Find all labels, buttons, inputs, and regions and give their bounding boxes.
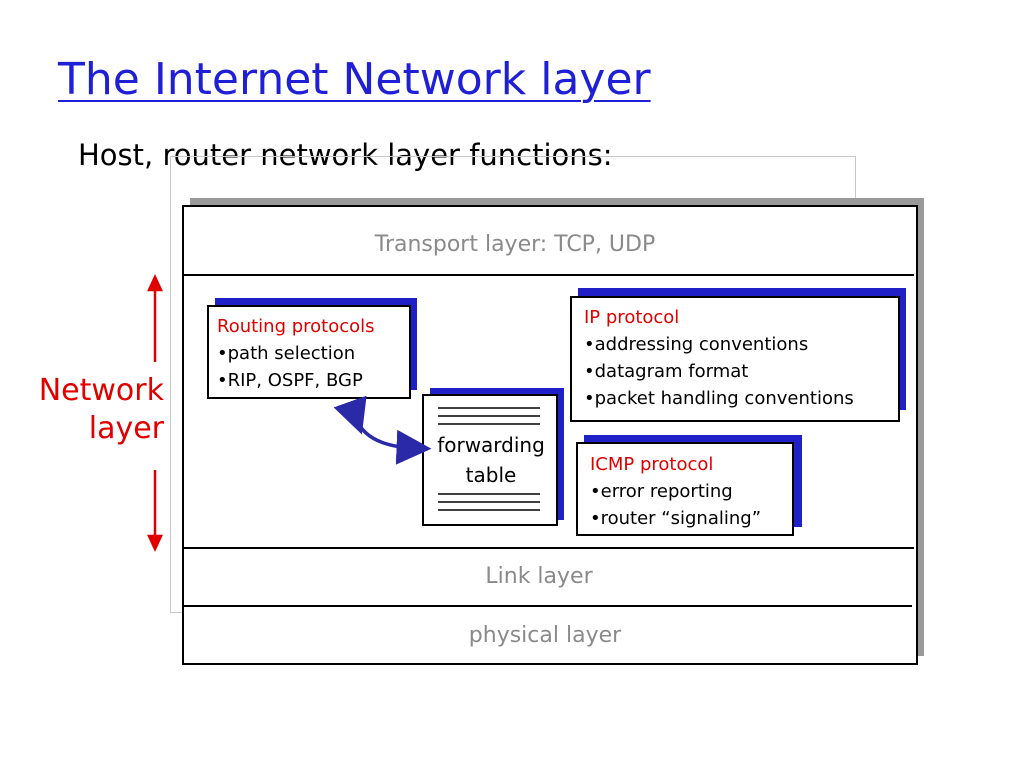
subtitle: Host, router network layer functions: (78, 138, 613, 172)
page-title: The Internet Network layer (58, 54, 651, 105)
ip-item: •addressing conventions (584, 334, 809, 355)
forwarding-table-label: forwarding table (424, 430, 558, 490)
physical-layer-label: physical layer (468, 623, 622, 648)
icmp-item: •router “signaling” (590, 508, 762, 529)
routing-protocols-box: Routing protocols •path selection •RIP, … (207, 305, 411, 399)
routing-to-forwarding-arrow (333, 395, 432, 465)
network-layer-label: Network layer (39, 372, 164, 448)
forwarding-table-lines (438, 407, 540, 511)
physical-divider (184, 605, 912, 607)
ip-item: •packet handling conventions (584, 388, 854, 409)
ip-title: IP protocol (584, 307, 680, 328)
routing-item: •RIP, OSPF, BGP (217, 370, 363, 391)
up-arrow-head (147, 274, 163, 292)
routing-title: Routing protocols (217, 316, 375, 337)
icmp-title: ICMP protocol (590, 454, 714, 475)
icmp-item: •error reporting (590, 481, 733, 502)
ip-item: •datagram format (584, 361, 749, 382)
network-label-line: layer (88, 411, 164, 446)
transport-layer-label: Transport layer: TCP, UDP (374, 232, 656, 257)
ip-protocol-box: IP protocol •addressing conventions •dat… (570, 296, 900, 422)
network-label-line: Network (38, 373, 164, 408)
icmp-protocol-box: ICMP protocol •error reporting •router “… (576, 442, 794, 536)
down-arrow-head (147, 534, 163, 552)
network-layer-arrows (147, 274, 163, 552)
transport-divider (184, 274, 914, 276)
forwarding-label-line: forwarding (437, 433, 545, 457)
forwarding-label-line: table (465, 463, 517, 487)
link-divider-top (184, 547, 914, 549)
routing-item: •path selection (217, 343, 356, 364)
link-layer-label: Link layer (485, 564, 593, 589)
